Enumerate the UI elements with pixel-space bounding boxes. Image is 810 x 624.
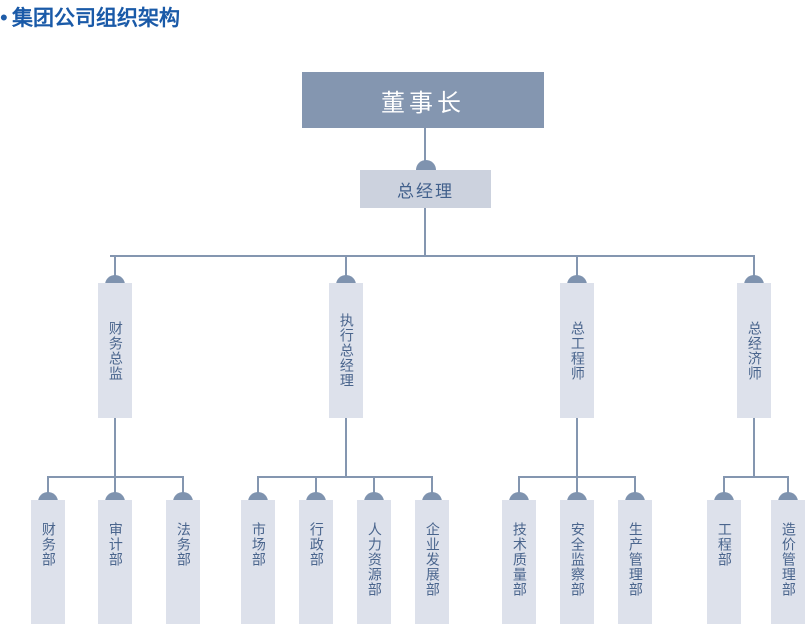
connector-chief-economist-stem xyxy=(753,418,755,476)
node-label: 总工程师 xyxy=(569,320,586,381)
node-hr-dept[interactable]: 人力资源部 xyxy=(357,500,391,624)
node-label: 执行总经理 xyxy=(338,313,355,388)
node-label: 造价管理部 xyxy=(780,522,797,597)
node-cfo[interactable]: 财务总监 xyxy=(98,283,132,418)
cap-icon-engineering-dept xyxy=(714,492,734,502)
connector-group-b-bus xyxy=(257,476,432,478)
node-chief-engineer[interactable]: 总工程师 xyxy=(560,283,594,418)
cap-icon-admin-dept xyxy=(306,492,326,502)
node-safety-supervision-dept[interactable]: 安全监察部 xyxy=(560,500,594,624)
connector-chairman-to-gm xyxy=(424,128,426,164)
node-label: 法务部 xyxy=(175,522,192,567)
cap-icon-gm xyxy=(416,160,436,170)
cap-icon-cost-management-dept xyxy=(778,492,798,502)
connector-drop-production-management-dept xyxy=(634,476,636,500)
bullet-icon: • xyxy=(0,4,8,30)
node-enterprise-development-dept[interactable]: 企业发展部 xyxy=(415,500,449,624)
cap-icon-hr-dept xyxy=(364,492,384,502)
node-label: 生产管理部 xyxy=(627,522,644,597)
node-executive-general-manager[interactable]: 执行总经理 xyxy=(329,283,363,418)
cap-icon-chief-engineer xyxy=(567,275,587,285)
node-label: 人力资源部 xyxy=(366,522,383,597)
node-marketing-dept[interactable]: 市场部 xyxy=(241,500,275,624)
connector-drop-audit-dept xyxy=(114,476,116,500)
node-label: 总经济师 xyxy=(746,320,763,381)
node-label: 财务部 xyxy=(40,522,57,567)
node-label: 总经理 xyxy=(397,181,454,201)
connector-drop-legal-dept xyxy=(182,476,184,500)
connector-drop-engineering-dept xyxy=(723,476,725,500)
connector-egm-stem xyxy=(345,418,347,476)
cap-icon-cfo xyxy=(105,275,125,285)
connector-drop-cost-management-dept xyxy=(787,476,789,500)
cap-icon-enterprise-development-dept xyxy=(422,492,442,502)
node-admin-dept[interactable]: 行政部 xyxy=(299,500,333,624)
connector-drop-chief-engineer xyxy=(576,255,578,283)
cap-icon-marketing-dept xyxy=(248,492,268,502)
cap-icon-safety-supervision-dept xyxy=(567,492,587,502)
connector-drop-enterprise-development-dept xyxy=(431,476,433,500)
connector-drop-marketing-dept xyxy=(257,476,259,500)
node-legal-dept[interactable]: 法务部 xyxy=(166,500,200,624)
node-label: 安全监察部 xyxy=(569,522,586,597)
node-production-management-dept[interactable]: 生产管理部 xyxy=(618,500,652,624)
connector-chief-engineer-stem xyxy=(576,418,578,476)
connector-drop-finance-dept xyxy=(47,476,49,500)
node-label: 市场部 xyxy=(250,522,267,567)
connector-gm-stem xyxy=(424,208,426,255)
page-title: 集团公司组织架构 xyxy=(12,7,180,30)
cap-icon-chief-economist xyxy=(744,275,764,285)
node-cost-management-dept[interactable]: 造价管理部 xyxy=(771,500,805,624)
connector-drop-chief-economist xyxy=(753,255,755,283)
connector-cfo-stem xyxy=(114,418,116,476)
node-general-manager[interactable]: 总经理 xyxy=(360,170,491,208)
cap-icon-legal-dept xyxy=(173,492,193,502)
slide-title-row: • 集团公司组织架构 xyxy=(0,2,180,32)
node-label: 财务总监 xyxy=(107,320,124,381)
node-chairman[interactable]: 董事长 xyxy=(302,72,544,128)
connector-drop-safety-supervision-dept xyxy=(576,476,578,500)
cap-icon-production-management-dept xyxy=(625,492,645,502)
connector-level2-bus xyxy=(110,255,755,257)
node-audit-dept[interactable]: 审计部 xyxy=(98,500,132,624)
node-label: 工程部 xyxy=(716,522,733,567)
cap-icon-audit-dept xyxy=(105,492,125,502)
connector-drop-egm xyxy=(345,255,347,283)
node-tech-quality-dept[interactable]: 技术质量部 xyxy=(502,500,536,624)
node-label: 行政部 xyxy=(308,522,325,567)
connector-drop-hr-dept xyxy=(373,476,375,500)
connector-drop-cfo xyxy=(114,255,116,283)
connector-drop-tech-quality-dept xyxy=(518,476,520,500)
node-label: 企业发展部 xyxy=(424,522,441,597)
node-engineering-dept[interactable]: 工程部 xyxy=(707,500,741,624)
node-label: 董事长 xyxy=(381,89,465,117)
node-chief-economist[interactable]: 总经济师 xyxy=(737,283,771,418)
cap-icon-egm xyxy=(336,275,356,285)
node-finance-dept[interactable]: 财务部 xyxy=(31,500,65,624)
cap-icon-tech-quality-dept xyxy=(509,492,529,502)
connector-drop-admin-dept xyxy=(315,476,317,500)
cap-icon-finance-dept xyxy=(38,492,58,502)
node-label: 审计部 xyxy=(107,522,124,567)
node-label: 技术质量部 xyxy=(511,522,528,597)
connector-group-d-bus xyxy=(723,476,789,478)
